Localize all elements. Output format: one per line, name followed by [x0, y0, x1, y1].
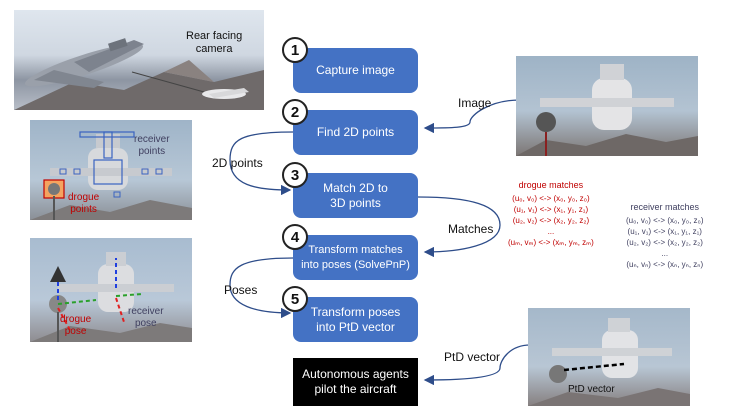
- step-4-label-line2: into poses (SolvePnP): [301, 258, 410, 271]
- step-3-label-line2: 3D points: [330, 195, 381, 210]
- drogue-match-row: (uₘ, vₘ) <-> (xₘ, yₘ, zₘ): [508, 238, 594, 247]
- receiver-points-illustration: [30, 131, 192, 220]
- flow-label-2d-points: 2D points: [212, 156, 263, 170]
- rear-camera-label: Rear facing camera: [186, 30, 242, 56]
- flow-label-ptd-vector: PtD vector: [444, 350, 501, 364]
- receiver-pose-label-line2: pose: [134, 318, 157, 329]
- drogue-match-row: (u₁, v₁) <-> (x₁, y₁, z₁): [513, 205, 589, 214]
- receiver-match-row: ...: [661, 249, 669, 258]
- drogue-points-label-line2: points: [70, 204, 97, 215]
- poses-illustration: [30, 252, 192, 342]
- receiver-match-row: (u₁, v₁) <-> (x₁, y₁, z₁): [627, 227, 702, 236]
- receiver-match-row: (u₀, v₀) <-> (x₀, y₀, z₀): [626, 216, 704, 225]
- tanker-photo: [14, 10, 264, 110]
- step-1-number: 1: [282, 37, 308, 63]
- step-2-box: Find 2D points: [293, 110, 418, 155]
- flow-label-poses: Poses: [224, 283, 258, 297]
- receiver-pose-label-line1: receiver: [128, 306, 164, 317]
- receiver-camera-illustration: [516, 64, 698, 156]
- rear-camera-label-line1: Rear facing: [186, 30, 243, 42]
- receiver-match-row: (u₂, v₂) <-> (x₂, y₂, z₂): [626, 238, 703, 247]
- poses-photo: [30, 238, 192, 342]
- receiver-points-label-line1: receiver: [134, 134, 170, 145]
- drogue-match-row: (u₀, v₀) <-> (x₀, y₀, z₀): [512, 194, 590, 203]
- receiver-matches-title: receiver matches: [630, 202, 700, 212]
- step-3-box: Match 2D to 3D points: [293, 173, 418, 218]
- step-4-label-line1: Transform matches: [308, 243, 403, 256]
- arrow-matches: [417, 196, 501, 258]
- receiver-camera-photo: [516, 56, 698, 156]
- step-5-label-line2: into PtD vector: [316, 319, 395, 334]
- drogue-points-label-line1: drogue: [68, 192, 100, 203]
- step-5-number: 5: [282, 286, 308, 312]
- ptd-vector-illustration: [528, 318, 690, 406]
- final-autonomous-box: Autonomous agents pilot the aircraft: [293, 358, 418, 406]
- step-5-label-line1: Transform poses: [310, 304, 401, 319]
- drogue-pose-label-line2: pose: [64, 326, 87, 337]
- step-1-label: Capture image: [316, 63, 395, 77]
- step-4-box: Transform matches into poses (SolvePnP): [293, 235, 418, 280]
- drogue-matches-title: drogue matches: [518, 180, 584, 190]
- step-3-label-line1: Match 2D to: [323, 180, 388, 195]
- ptd-vector-photo-label: PtD vector: [568, 384, 615, 395]
- flow-label-image: Image: [458, 96, 492, 110]
- drogue-points-label: drogue points: [68, 192, 99, 216]
- arrow-poses: [229, 257, 294, 319]
- final-label-line1: Autonomous agents: [302, 367, 409, 381]
- rear-camera-label-line2: camera: [195, 43, 233, 55]
- drogue-matches-list: drogue matches (u₀, v₀) <-> (x₀, y₀, z₀)…: [508, 180, 594, 248]
- final-label-line2: pilot the aircraft: [314, 382, 397, 396]
- drogue-pose-label-line1: drogue: [60, 314, 92, 325]
- receiver-match-row: (uₙ, vₙ) <-> (xₙ, yₙ, zₙ): [626, 260, 704, 269]
- arrow-image-to-step2: [423, 99, 521, 134]
- step-3-number: 3: [282, 162, 308, 188]
- drogue-match-row: (u₂, v₂) <-> (x₂, y₂, z₂): [512, 216, 590, 225]
- step-2-label: Find 2D points: [316, 125, 395, 139]
- flow-label-matches: Matches: [448, 222, 494, 236]
- drogue-pose-label: drogue pose: [60, 314, 91, 338]
- arrow-2dpoints: [229, 131, 294, 196]
- receiver-points-label: receiver points: [134, 134, 170, 158]
- step-4-number: 4: [282, 224, 308, 250]
- step-2-number: 2: [282, 99, 308, 125]
- arrow-ptd-vector: [423, 344, 531, 386]
- step-5-box: Transform poses into PtD vector: [293, 297, 418, 342]
- ptd-vector-photo: [528, 308, 690, 406]
- drogue-match-row: ...: [547, 227, 555, 236]
- receiver-points-photo: [30, 120, 192, 220]
- receiver-matches-list: receiver matches (u₀, v₀) <-> (x₀, y₀, z…: [626, 202, 704, 270]
- step-1-box: Capture image: [293, 48, 418, 93]
- receiver-pose-label: receiver pose: [128, 306, 164, 330]
- receiver-points-label-line2: points: [138, 146, 166, 157]
- tanker-aircraft-illustration: [14, 38, 264, 110]
